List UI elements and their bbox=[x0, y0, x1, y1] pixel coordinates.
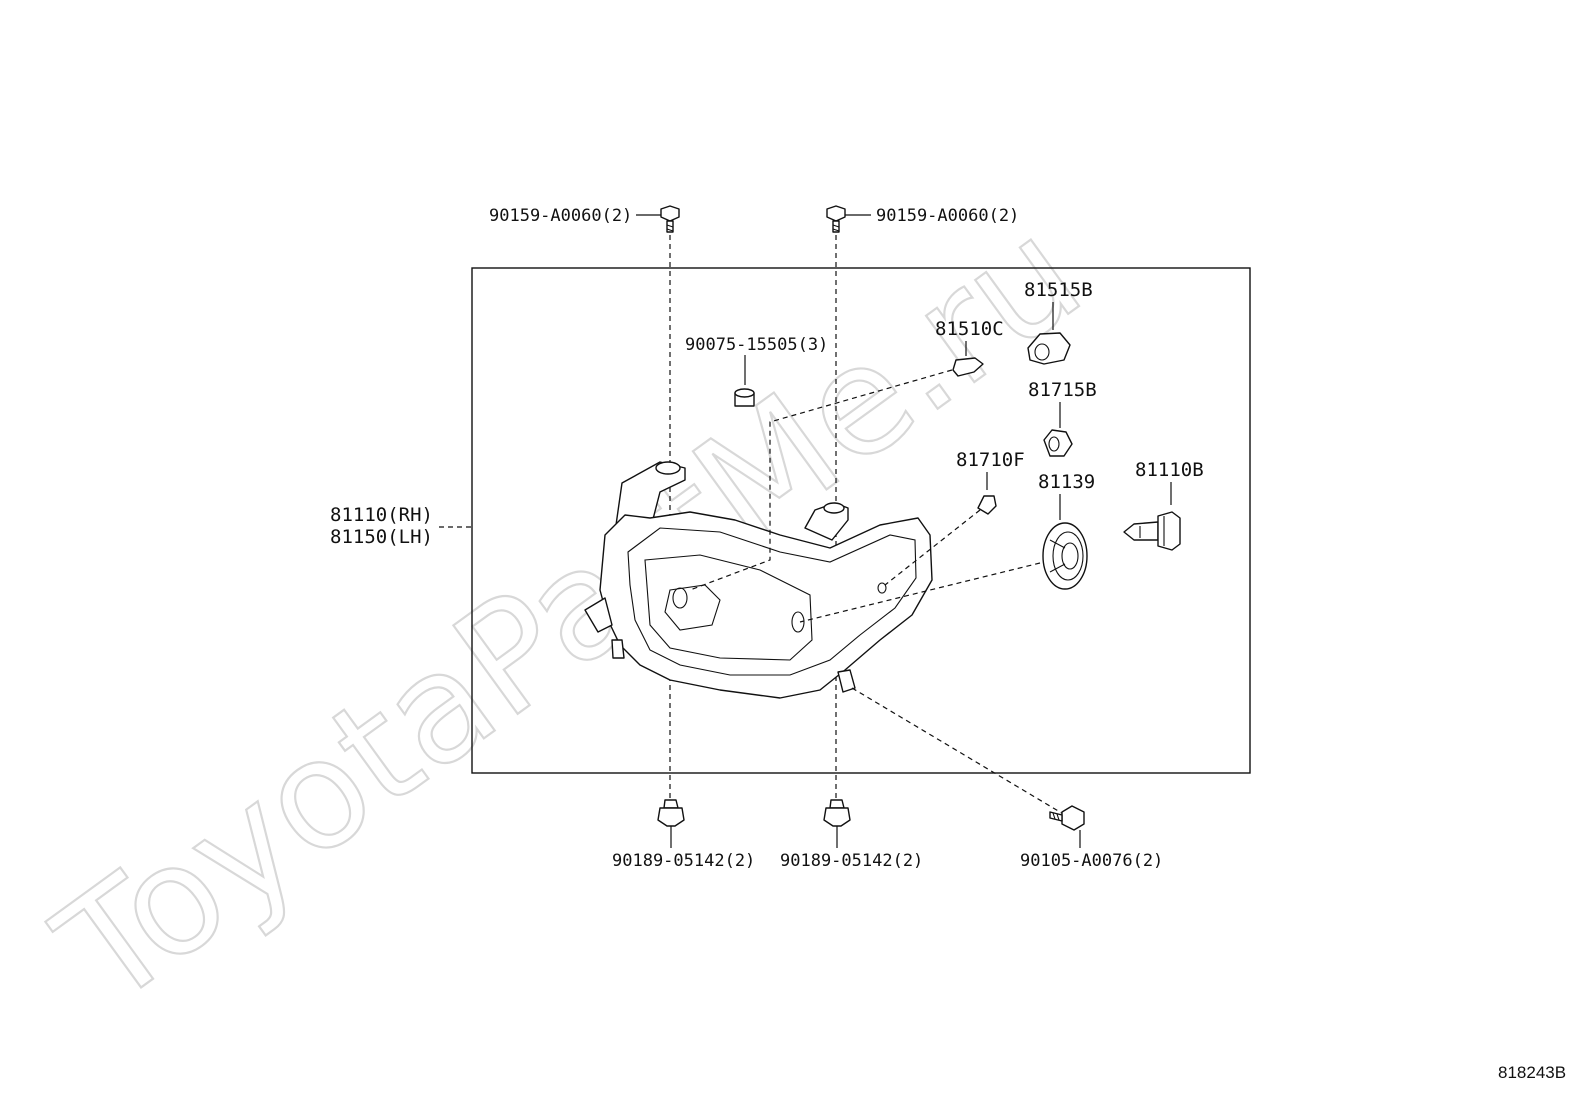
dash-81710f bbox=[884, 509, 981, 586]
callout-cover-81139[interactable]: 81139 bbox=[1038, 471, 1095, 493]
watermark-text: ToyotaPartMe.ru bbox=[28, 186, 1111, 1039]
grommet-bottom-left-icon bbox=[657, 799, 685, 827]
bulb-81110b-icon bbox=[1123, 511, 1181, 551]
callout-bulb-81710f[interactable]: 81710F bbox=[956, 449, 1025, 471]
callout-socket-81515b[interactable]: 81515B bbox=[1024, 279, 1093, 301]
assembly-frame bbox=[471, 267, 1251, 774]
callout-bulb-81510c[interactable]: 81510C bbox=[935, 318, 1004, 340]
screw-top-left-icon bbox=[660, 205, 680, 233]
screw-top-right-icon bbox=[826, 205, 846, 233]
bulb-81510c-icon bbox=[952, 357, 984, 377]
callout-bolt-bottom-right[interactable]: 90105-A0076(2) bbox=[1020, 851, 1163, 871]
callout-screw-top-right[interactable]: 90159-A0060(2) bbox=[876, 206, 1019, 226]
watermark: ToyotaPartMe.ru bbox=[27, 185, 1112, 1041]
diagram-ref-code: 818243B bbox=[1498, 1063, 1566, 1082]
callout-collar[interactable]: 90075-15505(3) bbox=[685, 335, 828, 355]
socket-81515b-icon bbox=[1027, 332, 1071, 365]
dash-81510c bbox=[689, 369, 953, 591]
dash-bolt-bottom-right bbox=[851, 687, 1071, 819]
grommet-bottom-mid-icon bbox=[823, 799, 851, 827]
callout-bulb-81110b[interactable]: 81110B bbox=[1135, 459, 1204, 481]
collar-icon bbox=[734, 388, 755, 407]
callout-grommet-bottom-mid[interactable]: 90189-05142(2) bbox=[780, 851, 923, 871]
socket-81715b-icon bbox=[1043, 429, 1073, 457]
callout-screw-top-left[interactable]: 90159-A0060(2) bbox=[489, 206, 632, 226]
assembly-label-rh[interactable]: 81110(RH) bbox=[330, 504, 433, 526]
bulb-81710f-icon bbox=[977, 495, 997, 515]
cover-81139-icon bbox=[1042, 522, 1088, 590]
assembly-label-lh[interactable]: 81150(LH) bbox=[330, 526, 433, 548]
callout-socket-81715b[interactable]: 81715B bbox=[1028, 379, 1097, 401]
callout-grommet-bottom-left[interactable]: 90189-05142(2) bbox=[612, 851, 755, 871]
bolt-bottom-right-icon bbox=[1049, 805, 1085, 831]
